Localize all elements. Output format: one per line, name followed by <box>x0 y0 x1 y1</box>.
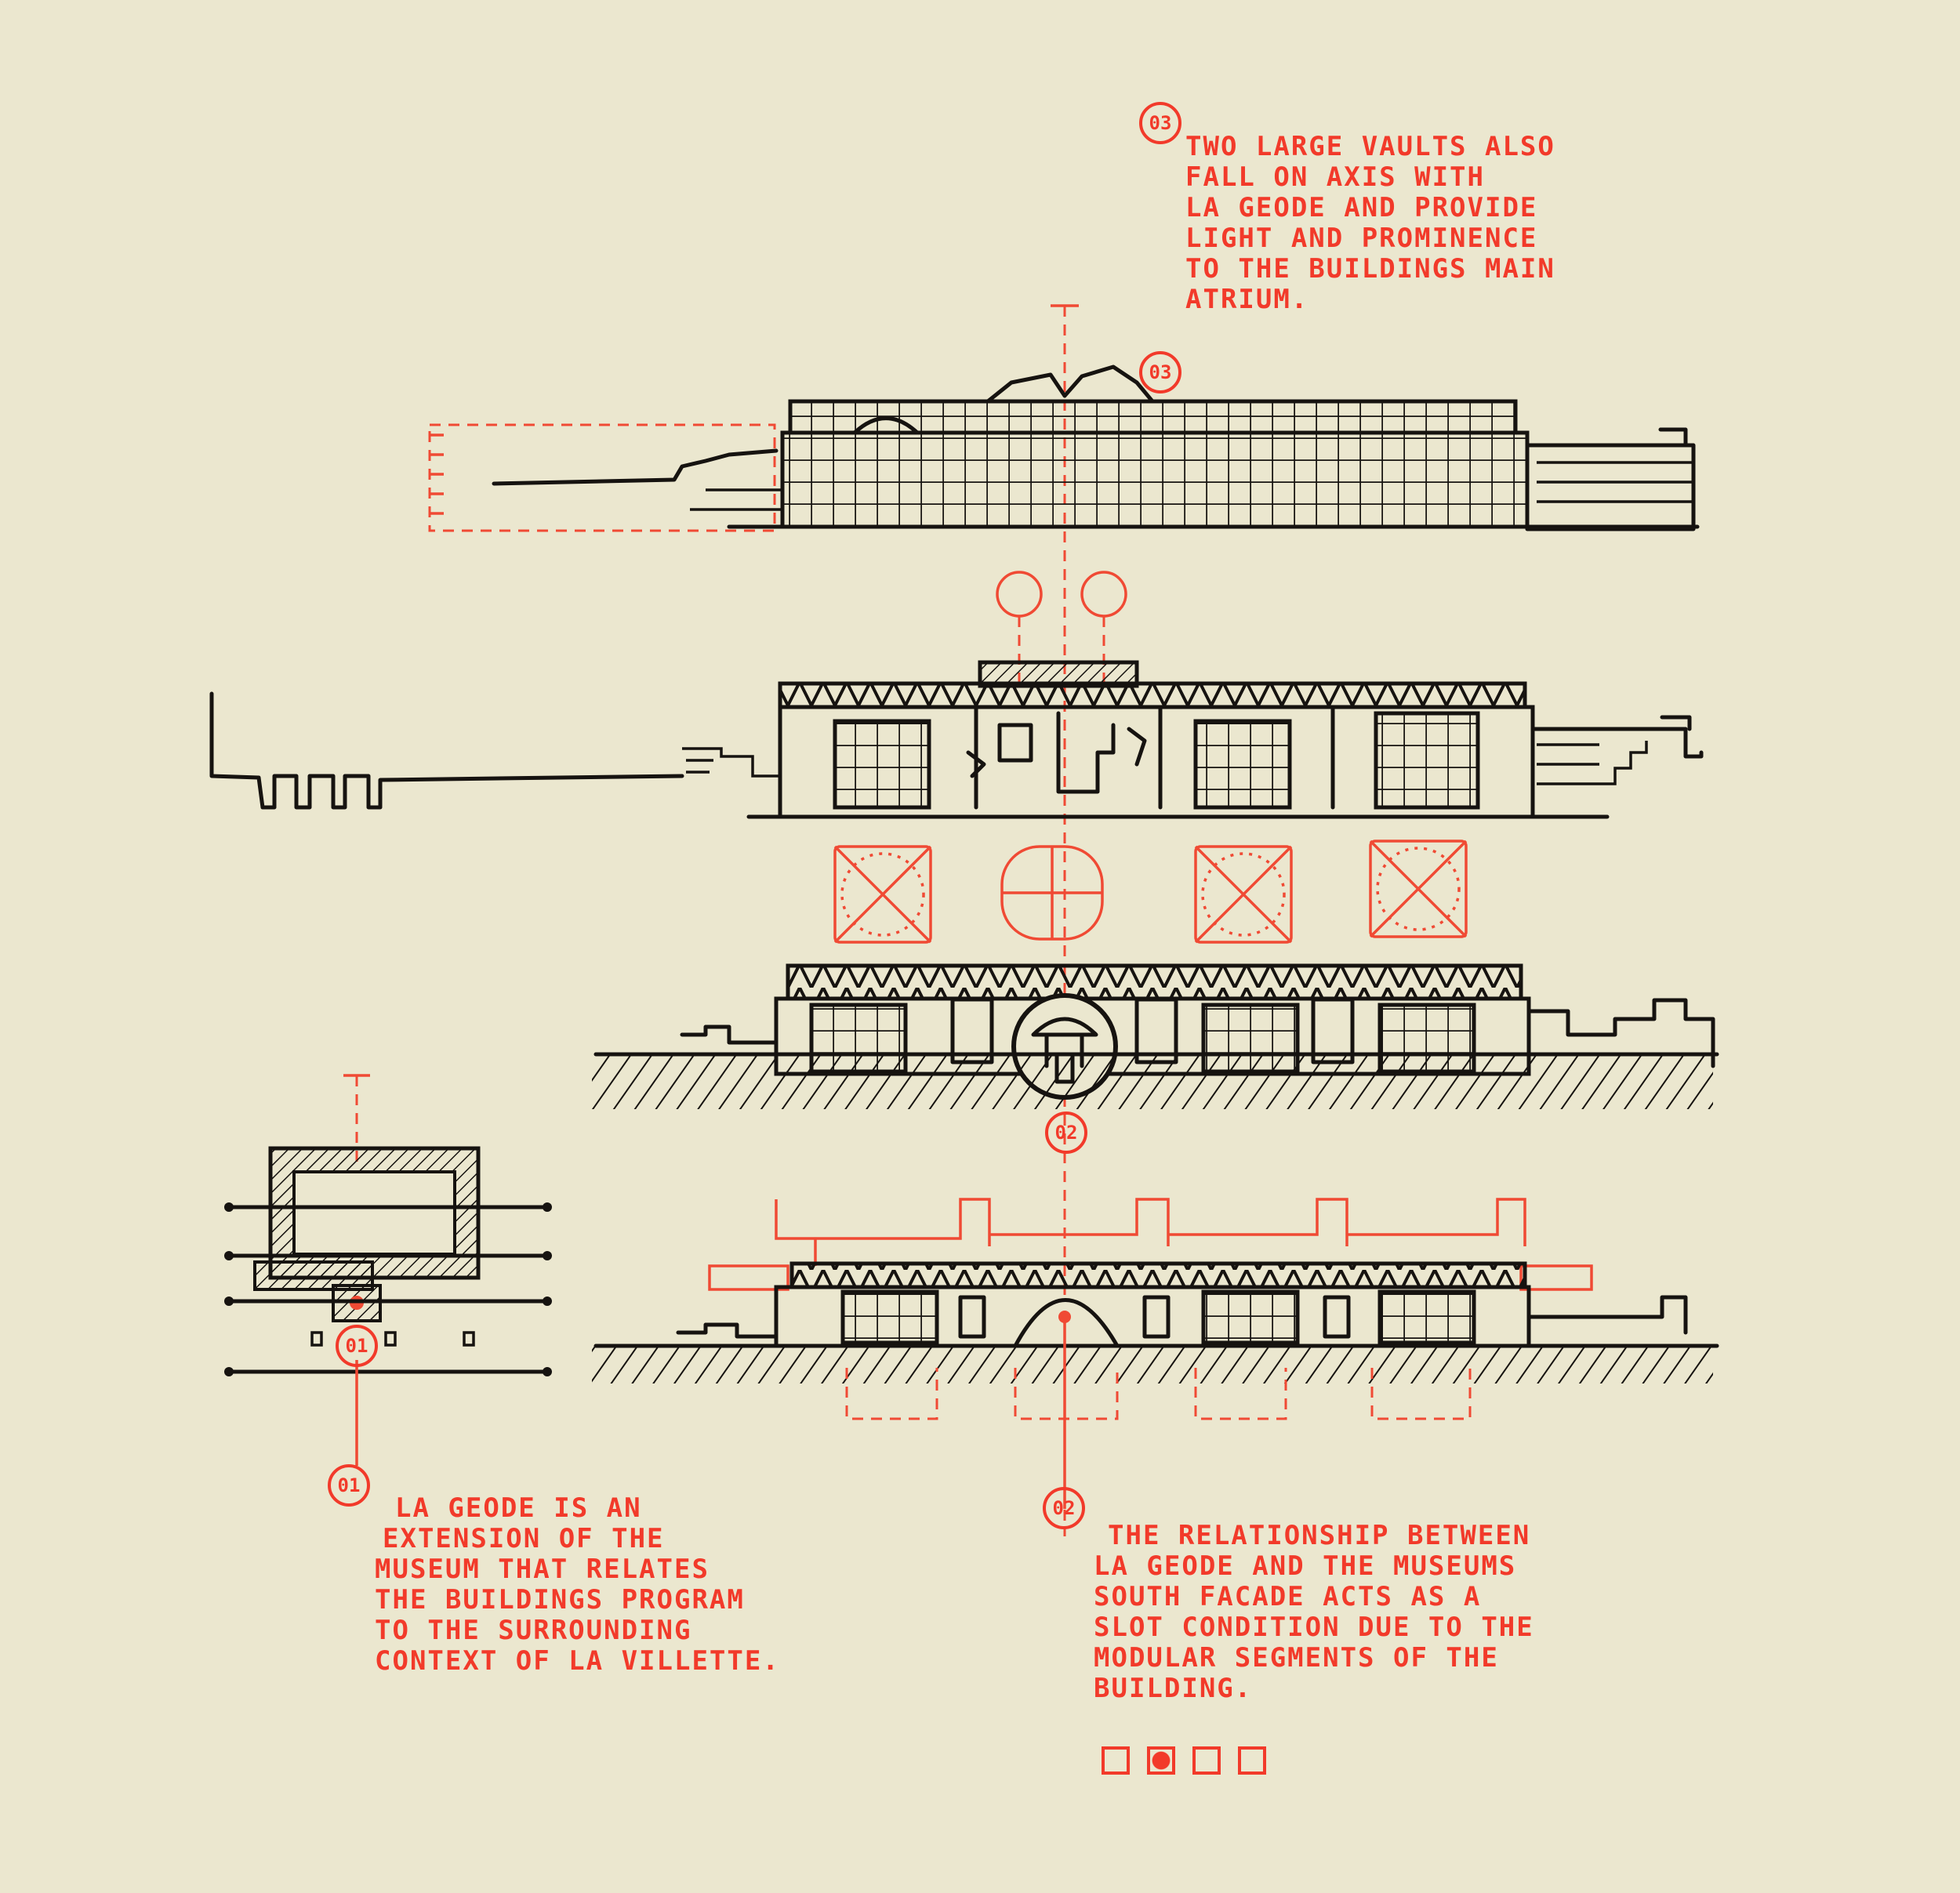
annotation-line: SOUTH FACADE ACTS AS A <box>1094 1581 1482 1612</box>
annotation-line: EXTENSION OF THE <box>383 1523 665 1554</box>
geode-section <box>592 1198 1719 1509</box>
site-plan <box>224 1074 552 1466</box>
annotation-line: THE RELATIONSHIP BETWEEN <box>1108 1520 1531 1551</box>
plan-marker-tag: 01 <box>336 1325 378 1367</box>
annotation-line: TWO LARGE VAULTS ALSO <box>1185 131 1555 162</box>
annotation-line: LA GEODE IS AN <box>395 1492 642 1524</box>
annotation-line: SLOT CONDITION DUE TO THE <box>1094 1612 1534 1643</box>
note-01-tag: 01 <box>328 1464 370 1507</box>
page-indicator-square <box>1102 1746 1130 1775</box>
annotation-line: BUILDING. <box>1094 1673 1253 1704</box>
section-marker-tag: 02 <box>1045 1112 1087 1154</box>
section-drawing <box>209 660 1704 819</box>
page-indicator-active <box>1147 1746 1175 1775</box>
annotation-line: LA GEODE AND PROVIDE <box>1185 192 1538 223</box>
elevation-drawing <box>592 963 1719 1109</box>
annotation-line: LIGHT AND PROMINENCE <box>1185 223 1538 254</box>
annotation-relationship: THE RELATIONSHIP BETWEEN LA GEODE AND TH… <box>1094 1521 1534 1704</box>
annotation-line: ATRIUM. <box>1185 284 1309 315</box>
annotation-line: LA GEODE AND THE MUSEUMS <box>1094 1550 1517 1582</box>
roof-elevation <box>428 364 1700 532</box>
page-indicator <box>1102 1746 1266 1778</box>
annotation-line: FALL ON AXIS WITH <box>1185 161 1485 193</box>
annotation-line: MODULAR SEGMENTS OF THE <box>1094 1642 1499 1674</box>
vault-markers <box>996 571 1127 682</box>
page-indicator-square <box>1238 1746 1266 1775</box>
page-indicator-square <box>1192 1746 1221 1775</box>
annotation-line: MUSEUM THAT RELATES <box>375 1554 710 1585</box>
note-02-tag: 02 <box>1043 1487 1085 1529</box>
annotation-line: THE BUILDINGS PROGRAM <box>375 1584 745 1616</box>
dome-plan-row <box>833 840 1468 944</box>
note-03-tag: 03 <box>1139 102 1181 144</box>
annotation-line: TO THE BUILDINGS MAIN <box>1185 253 1555 285</box>
annotation-vaults: TWO LARGE VAULTS ALSO FALL ON AXIS WITH … <box>1185 132 1555 315</box>
annotation-la-geode: LA GEODE IS AN EXTENSION OF THE MUSEUM T… <box>375 1493 780 1677</box>
annotation-line: CONTEXT OF LA VILLETTE. <box>375 1645 780 1677</box>
annotation-line: TO THE SURROUNDING <box>375 1615 692 1646</box>
roof-marker-tag: 03 <box>1139 351 1181 393</box>
